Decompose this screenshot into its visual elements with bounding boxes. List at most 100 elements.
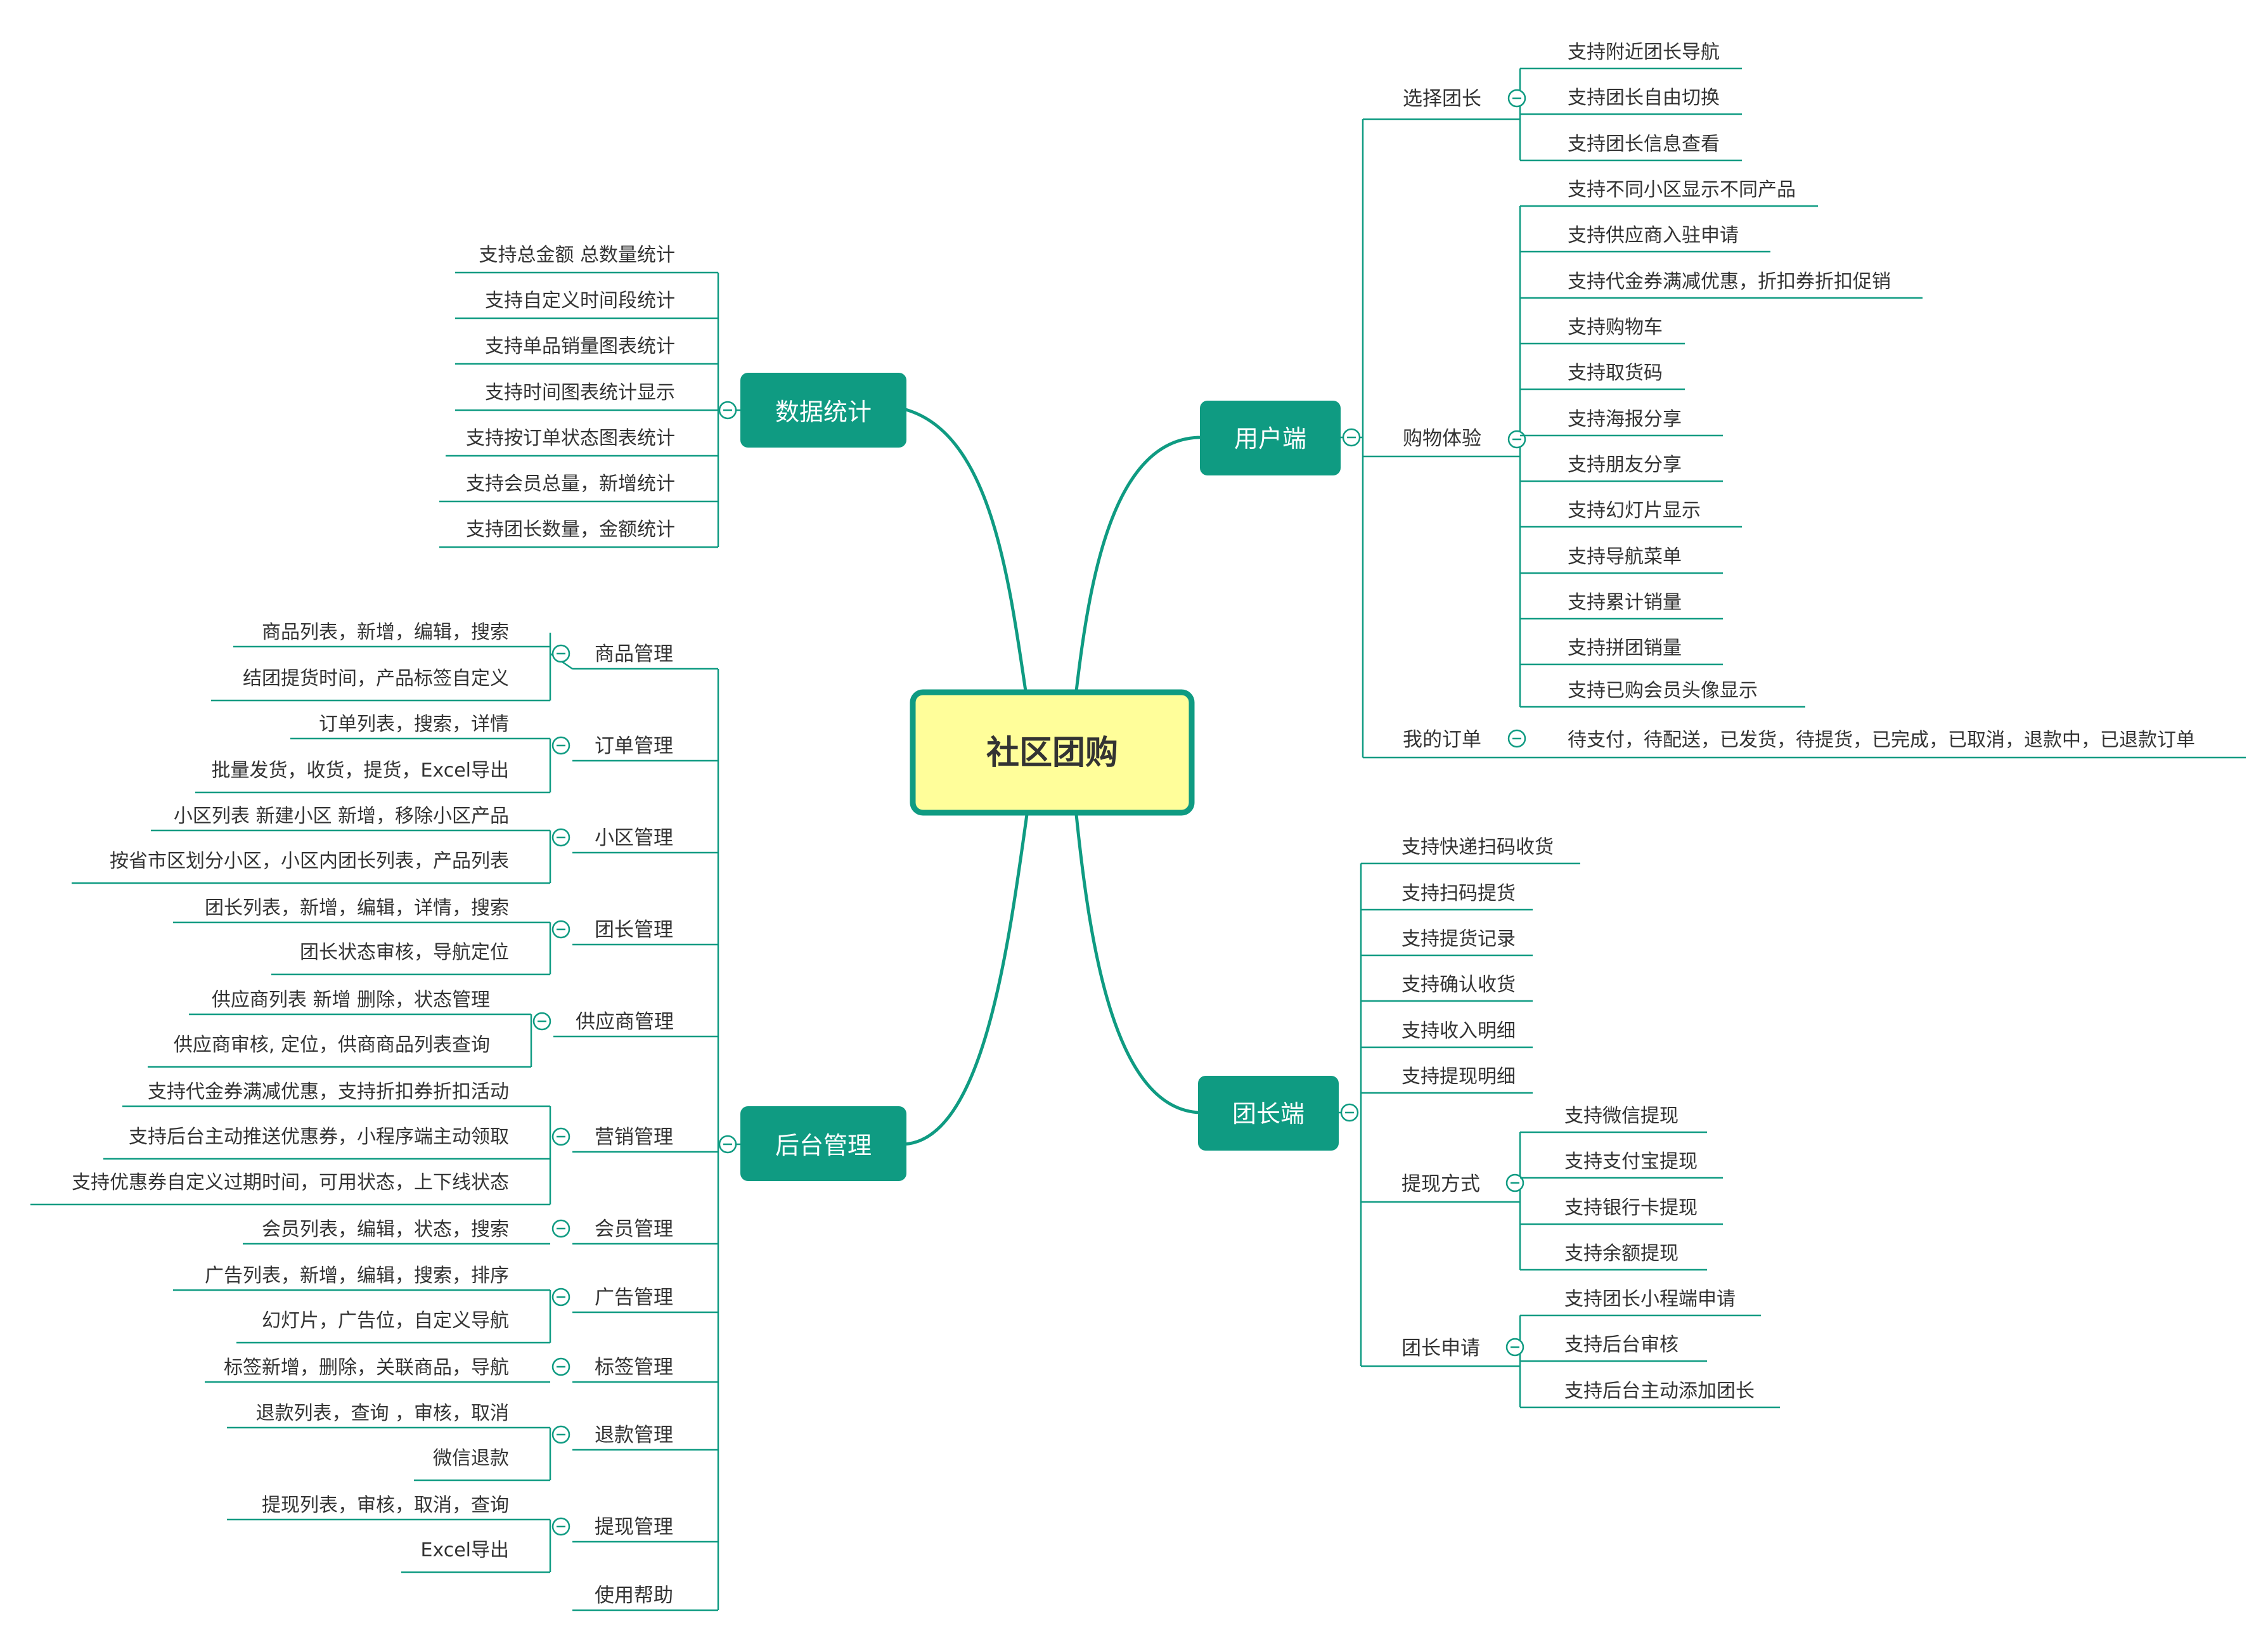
collapse-icon[interactable] (1507, 729, 1526, 748)
collapse-icon[interactable] (1505, 1173, 1524, 1192)
svg-text:支持微信提现: 支持微信提现 (1564, 1105, 1678, 1127)
leaf-item: 支持提现明细 (1361, 1066, 1533, 1094)
collapse-icon[interactable] (718, 401, 737, 420)
group-supplier-management: 供应商管理 供应商列表 新增 删除，状态管理 供应商审核, 定位，供商商品列表查… (148, 989, 718, 1068)
svg-text:团长管理: 团长管理 (595, 919, 673, 941)
svg-text:团长申请: 团长申请 (1401, 1337, 1480, 1360)
group-leader-management: 团长管理 团长列表，新增，编辑，详情，搜索 团长状态审核，导航定位 (173, 897, 718, 976)
svg-text:支持朋友分享: 支持朋友分享 (1568, 454, 1682, 476)
leaf-item: 支持时间图表统计显示 (455, 382, 718, 411)
svg-text:退款管理: 退款管理 (595, 1424, 673, 1447)
main-connectors (903, 407, 1202, 1146)
svg-text:支持快递扫码收货: 支持快递扫码收货 (1401, 836, 1554, 858)
backend-node[interactable] (740, 1106, 906, 1181)
svg-text:支持团长数量，金额统计: 支持团长数量，金额统计 (466, 519, 675, 541)
collapse-icon[interactable] (1342, 428, 1361, 447)
leaf-item: 支持团长数量，金额统计 (439, 519, 718, 548)
svg-text:提现方式: 提现方式 (1401, 1173, 1480, 1196)
svg-text:支持银行卡提现: 支持银行卡提现 (1564, 1197, 1698, 1219)
collapse-icon[interactable] (551, 736, 570, 755)
collapse-icon[interactable] (551, 1425, 570, 1444)
svg-text:支持代金券满减优惠，支持折扣券折扣活动: 支持代金券满减优惠，支持折扣券折扣活动 (148, 1081, 509, 1103)
group-my-orders: 我的订单 待支付，待配送，已发货，待提货，已完成，已取消，退款中，已退款订单 (1363, 728, 2246, 759)
branch-user-end: 用户端 选择团长 支持附近团长导航 支持团长自由切换 支持团长信息查看 购物体验… (1200, 41, 2246, 759)
collapse-icon[interactable] (551, 644, 570, 663)
svg-text:支持取货码: 支持取货码 (1568, 362, 1663, 384)
user-end-node[interactable] (1200, 401, 1341, 475)
svg-text:支持不同小区显示不同产品: 支持不同小区显示不同产品 (1568, 179, 1796, 201)
svg-text:支持供应商入驻申请: 支持供应商入驻申请 (1568, 224, 1739, 247)
user-end-title: 用户端 (1234, 425, 1306, 453)
leaf-item: 支持快递扫码收货 (1361, 836, 1580, 865)
svg-text:批量发货，收货，提货，Excel导出: 批量发货，收货，提货，Excel导出 (212, 759, 509, 782)
branch-data-stats: 数据统计 支持总金额 总数量统计 支持自定义时间段统计 支持单品销量图表统计 支… (439, 244, 906, 548)
collapse-icon[interactable] (551, 1357, 570, 1376)
branch-leader-end: 团长端 支持快递扫码收货 支持扫码提货 支持提货记录 支持确认收货 支持收入明细… (1198, 836, 1780, 1409)
collapse-icon[interactable] (1507, 89, 1526, 108)
group-withdraw-methods: 提现方式 支持微信提现 支持支付宝提现 支持银行卡提现 支持余额提现 (1361, 1105, 1723, 1271)
svg-text:支持余额提现: 支持余额提现 (1564, 1243, 1678, 1265)
svg-text:我的订单: 我的订单 (1403, 728, 1481, 751)
group-marketing-management: 营销管理 支持代金券满减优惠，支持折扣券折扣活动 支持后台主动推送优惠券，小程序… (30, 1081, 718, 1206)
svg-text:微信退款: 微信退款 (433, 1447, 509, 1469)
collapse-icon[interactable] (1340, 1103, 1359, 1122)
svg-text:使用帮助: 使用帮助 (595, 1584, 673, 1607)
leader-end-node[interactable] (1198, 1076, 1339, 1151)
leader-end-title: 团长端 (1232, 1100, 1305, 1128)
svg-text:广告列表，新增，编辑，搜索，排序: 广告列表，新增，编辑，搜索，排序 (205, 1265, 509, 1287)
svg-text:支持幻灯片显示: 支持幻灯片显示 (1568, 500, 1701, 522)
svg-text:支持自定义时间段统计: 支持自定义时间段统计 (485, 290, 675, 312)
svg-text:退款列表，查询 ，审核，取消: 退款列表，查询 ，审核，取消 (255, 1402, 509, 1424)
svg-text:会员列表，编辑，状态，搜索: 会员列表，编辑，状态，搜索 (262, 1218, 509, 1241)
svg-text:会员管理: 会员管理 (595, 1218, 673, 1241)
collapse-icon[interactable] (718, 1135, 737, 1154)
collapse-icon[interactable] (532, 1012, 551, 1031)
collapse-icon[interactable] (551, 920, 570, 939)
central-topic[interactable]: 社区团购 (910, 689, 1195, 816)
collapse-icon[interactable] (1507, 430, 1526, 449)
svg-text:商品管理: 商品管理 (595, 643, 673, 666)
group-choose-leader: 选择团长 支持附近团长导航 支持团长自由切换 支持团长信息查看 (1363, 41, 1742, 162)
group-member-management: 会员管理 会员列表，编辑，状态，搜索 (243, 1218, 718, 1245)
svg-text:支持代金券满减优惠，折扣券折扣促销: 支持代金券满减优惠，折扣券折扣促销 (1568, 271, 1891, 293)
svg-text:待支付，待配送，已发货，待提货，已完成，已取消，退款中，已退: 待支付，待配送，已发货，待提货，已完成，已取消，退款中，已退款订单 (1568, 729, 2195, 751)
svg-text:结团提货时间，产品标签自定义: 结团提货时间，产品标签自定义 (243, 668, 509, 690)
svg-text:支持团长小程端申请: 支持团长小程端申请 (1564, 1288, 1736, 1310)
leaf-item: 支持单品销量图表统计 (455, 335, 718, 365)
data-stats-node[interactable] (740, 373, 906, 448)
leaf-item: 支持确认收货 (1361, 974, 1533, 1002)
svg-text:支持收入明细: 支持收入明细 (1401, 1020, 1516, 1042)
svg-text:营销管理: 营销管理 (595, 1126, 673, 1149)
svg-text:支持后台主动添加团长: 支持后台主动添加团长 (1564, 1380, 1755, 1402)
collapse-icon[interactable] (551, 828, 570, 847)
svg-text:支持已购会员头像显示: 支持已购会员头像显示 (1568, 680, 1758, 702)
svg-text:支持团长自由切换: 支持团长自由切换 (1568, 87, 1720, 109)
collapse-icon[interactable] (1505, 1338, 1524, 1357)
leaf-item: 支持扫码提货 (1361, 882, 1533, 911)
svg-text:团长状态审核，导航定位: 团长状态审核，导航定位 (300, 941, 509, 964)
leaf-item: 支持会员总量，新增统计 (439, 473, 718, 503)
collapse-icon[interactable] (551, 1127, 570, 1146)
branch-backend: 后台管理 商品管理 商品列表，新增，编辑，搜索 结团提货时间，产品标签自定义 订… (30, 621, 906, 1611)
svg-text:供应商列表 新增 删除，状态管理: 供应商列表 新增 删除，状态管理 (212, 989, 490, 1011)
svg-text:支持提现明细: 支持提现明细 (1401, 1066, 1516, 1088)
group-refund-management: 退款管理 退款列表，查询 ，审核，取消 微信退款 (227, 1402, 718, 1482)
svg-text:小区列表 新建小区 新增，移除小区产品: 小区列表 新建小区 新增，移除小区产品 (174, 805, 509, 827)
svg-text:支持支付宝提现: 支持支付宝提现 (1564, 1151, 1698, 1173)
svg-text:支持附近团长导航: 支持附近团长导航 (1568, 41, 1720, 63)
collapse-icon[interactable] (551, 1517, 570, 1536)
svg-text:支持海报分享: 支持海报分享 (1568, 408, 1682, 430)
svg-text:提现列表，审核，取消，查询: 提现列表，审核，取消，查询 (262, 1494, 509, 1516)
svg-text:订单管理: 订单管理 (595, 735, 673, 758)
svg-text:支持按订单状态图表统计: 支持按订单状态图表统计 (466, 427, 675, 449)
svg-text:支持后台主动推送优惠券，小程序端主动领取: 支持后台主动推送优惠券，小程序端主动领取 (129, 1126, 509, 1148)
svg-text:支持确认收货: 支持确认收货 (1401, 974, 1516, 996)
central-topic-label: 社区团购 (986, 734, 1118, 772)
group-shopping-experience: 购物体验 支持不同小区显示不同产品 支持供应商入驻申请 支持代金券满减优惠，折扣… (1363, 179, 1923, 708)
collapse-icon[interactable] (551, 1219, 570, 1238)
svg-text:选择团长: 选择团长 (1403, 87, 1481, 110)
collapse-icon[interactable] (551, 1288, 570, 1307)
svg-text:广告管理: 广告管理 (595, 1286, 673, 1309)
svg-text:支持拼团销量: 支持拼团销量 (1568, 637, 1682, 659)
svg-text:供应商管理: 供应商管理 (576, 1010, 674, 1033)
